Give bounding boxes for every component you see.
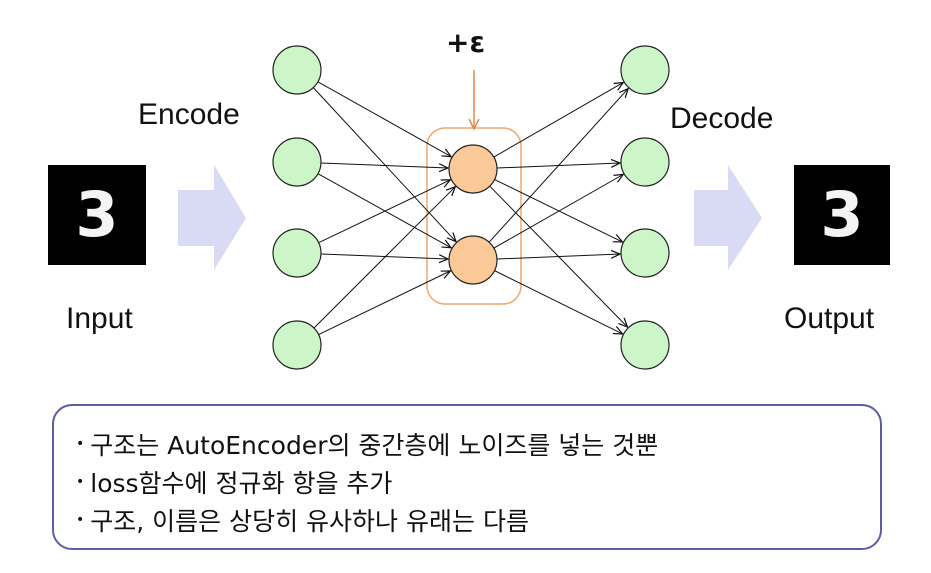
input-digit: 3 bbox=[75, 178, 119, 251]
summary-text-2: loss함수에 정규화 항을 추가 bbox=[90, 469, 393, 498]
input-node-2 bbox=[272, 137, 322, 187]
output-digit-image: 3 bbox=[794, 165, 890, 265]
input-digit-image: 3 bbox=[48, 165, 146, 265]
summary-text-1: 구조는 AutoEncoder의 중간층에 노이즈를 넣는 것뿐 bbox=[90, 431, 659, 460]
input-flow-arrow bbox=[178, 165, 246, 270]
output-node-2 bbox=[620, 137, 670, 187]
decode-label: Decode bbox=[670, 102, 774, 135]
input-node-3 bbox=[272, 228, 322, 278]
edge bbox=[312, 87, 456, 242]
edge bbox=[488, 89, 628, 243]
edge bbox=[313, 187, 455, 329]
edge bbox=[317, 81, 451, 157]
summary-line-3: • 구조, 이름은 상당히 유사하나 유래는 다름 bbox=[76, 502, 529, 538]
edge bbox=[496, 254, 620, 260]
output-digit: 3 bbox=[820, 178, 864, 251]
latent-node-1 bbox=[448, 144, 498, 194]
edge bbox=[320, 162, 448, 168]
edge bbox=[318, 180, 451, 244]
output-label: Output bbox=[784, 302, 875, 335]
summary-line-1: • 구조는 AutoEncoder의 중간층에 노이즈를 넣는 것뿐 bbox=[76, 426, 658, 462]
input-label: Input bbox=[66, 302, 133, 335]
edge bbox=[320, 253, 448, 259]
bullet-icon: • bbox=[76, 436, 85, 452]
encode-label: Encode bbox=[138, 98, 240, 131]
output-flow-arrow bbox=[694, 165, 762, 270]
summary-text-3: 구조, 이름은 상당히 유사하나 유래는 다름 bbox=[90, 507, 529, 536]
bullet-icon: • bbox=[76, 474, 85, 490]
summary-box: • 구조는 AutoEncoder의 중간층에 노이즈를 넣는 것뿐 • loss함… bbox=[52, 404, 882, 550]
output-node-4 bbox=[620, 320, 670, 370]
summary-line-2: • loss함수에 정규화 항을 추가 bbox=[76, 464, 392, 500]
edge bbox=[494, 270, 623, 334]
output-node-1 bbox=[620, 45, 670, 95]
edge bbox=[493, 174, 623, 249]
input-node-4 bbox=[272, 320, 322, 370]
noise-epsilon-label: +ε bbox=[446, 26, 486, 59]
network-edges bbox=[312, 81, 628, 336]
bullet-icon: • bbox=[76, 512, 85, 528]
edge bbox=[318, 271, 451, 336]
latent-node-2 bbox=[448, 235, 498, 285]
edge bbox=[493, 82, 624, 158]
output-node-3 bbox=[620, 228, 670, 278]
input-node-1 bbox=[272, 45, 322, 95]
network-nodes bbox=[272, 45, 670, 370]
